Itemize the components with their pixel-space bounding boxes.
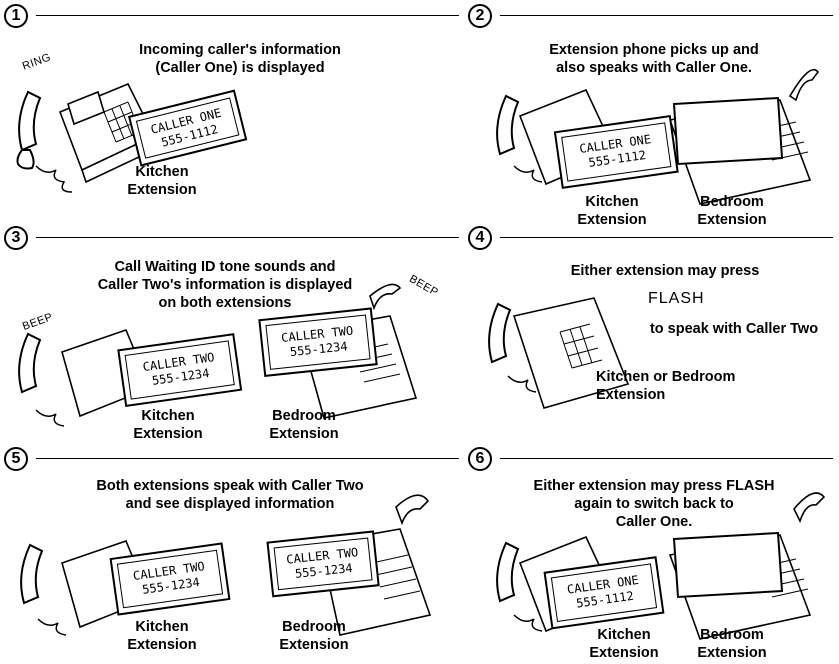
step-caption: Extension phone picks up and also speaks…: [549, 42, 759, 76]
bedroom-extension-label: Bedroom Extension: [269, 408, 339, 442]
step-5-panel: 5 Both extensions speak with Caller Two …: [0, 443, 459, 664]
desk-phone-body: [512, 297, 630, 409]
step-caption: Incoming caller's information (Caller On…: [139, 42, 341, 76]
phone-handset-icon: [16, 90, 42, 170]
two-phones-illustration: CALLER TWO 555-1234 CALLER TWO 555-1234: [18, 283, 418, 427]
bedroom-extension-label: Bedroom Extension: [697, 627, 767, 661]
step-number-badge: 6: [468, 447, 492, 471]
divider-line: [500, 237, 833, 238]
bedroom-blank-display: [672, 96, 784, 166]
divider-line: [36, 15, 459, 16]
kitchen-extension-label: Kitchen Extension: [127, 619, 197, 653]
display-line-2: 555-1234: [294, 561, 353, 581]
phone-handset-icon: [496, 541, 520, 603]
phone-handset-icon: [488, 302, 512, 364]
bedroom-extension-label: Bedroom Extension: [697, 194, 767, 228]
caller-id-display: CALLER TWO 555-1234: [117, 333, 243, 407]
phone-handset-icon: [369, 283, 402, 311]
kitchen-extension-label: Kitchen Extension: [589, 627, 659, 661]
step-6-panel: 6 Either extension may press FLASH again…: [420, 443, 839, 664]
phone-handset-icon: [20, 543, 44, 605]
phone-handset-icon: [395, 494, 430, 526]
two-phones-illustration: CALLER ONE 555-1112: [496, 68, 820, 205]
step-caption: Call Waiting ID tone sounds and Caller T…: [97, 259, 353, 311]
divider-line: [500, 458, 833, 459]
step-number-badge: 1: [4, 4, 28, 28]
caller-id-display: CALLER ONE 555-1112: [543, 556, 665, 630]
step-2-panel: 2 Extension phone picks up and also spea…: [420, 0, 839, 228]
phone-handset-icon: [788, 68, 820, 102]
keypad-grid: [103, 101, 141, 143]
step-number-badge: 5: [4, 447, 28, 471]
bedroom-blank-display: [672, 531, 784, 599]
phone-handset-icon: [18, 332, 42, 394]
kitchen-extension-label: Kitchen Extension: [133, 408, 203, 442]
kitchen-extension-label: Kitchen Extension: [577, 194, 647, 228]
divider-line: [36, 237, 459, 238]
step-caption-2: to speak with Caller Two: [649, 321, 819, 337]
display-line-2: 555-1234: [289, 339, 348, 359]
cord-coil: [35, 165, 73, 193]
step-4-panel: 4 Either extension may press FLASH to sp…: [420, 222, 839, 443]
caller-id-display: CALLER TWO 555-1234: [258, 307, 378, 378]
step-caption: Either extension may press FLASH again t…: [533, 478, 775, 530]
step-caption: Both extensions speak with Caller Two an…: [96, 478, 364, 512]
two-phones-illustration: CALLER ONE 555-1112: [496, 492, 826, 640]
step-number-badge: 4: [468, 226, 492, 250]
step-1-panel: 1 Incoming caller's information (Caller …: [0, 0, 459, 221]
step-caption: Either extension may press: [570, 263, 760, 279]
phone-illustration: [488, 297, 630, 409]
caller-id-display: CALLER TWO 555-1234: [109, 542, 231, 616]
caller-id-display: CALLER ONE 555-1112: [127, 89, 248, 167]
divider-line: [500, 15, 833, 16]
caller-id-display: CALLER ONE 555-1112: [553, 115, 679, 189]
step-3-panel: 3 Call Waiting ID tone sounds and Caller…: [0, 222, 459, 443]
step-number-badge: 2: [468, 4, 492, 28]
phone-handset-icon: [496, 94, 520, 156]
step-number-badge: 3: [4, 226, 28, 250]
divider-line: [36, 458, 459, 459]
kitchen-phone-illustration: CALLER ONE 555-1112: [16, 82, 248, 193]
extension-label: Kitchen or Bedroom Extension: [596, 369, 736, 403]
two-phones-illustration: CALLER TWO 555-1234 CALLER TWO 555-1234: [20, 494, 432, 636]
flash-button-label: FLASH: [648, 290, 705, 307]
bedroom-extension-label: Bedroom Extension: [279, 619, 349, 653]
phone-handset-icon: [793, 492, 826, 524]
kitchen-extension-label: Kitchen Extension: [127, 164, 197, 198]
caller-id-display: CALLER TWO 555-1234: [266, 530, 380, 598]
